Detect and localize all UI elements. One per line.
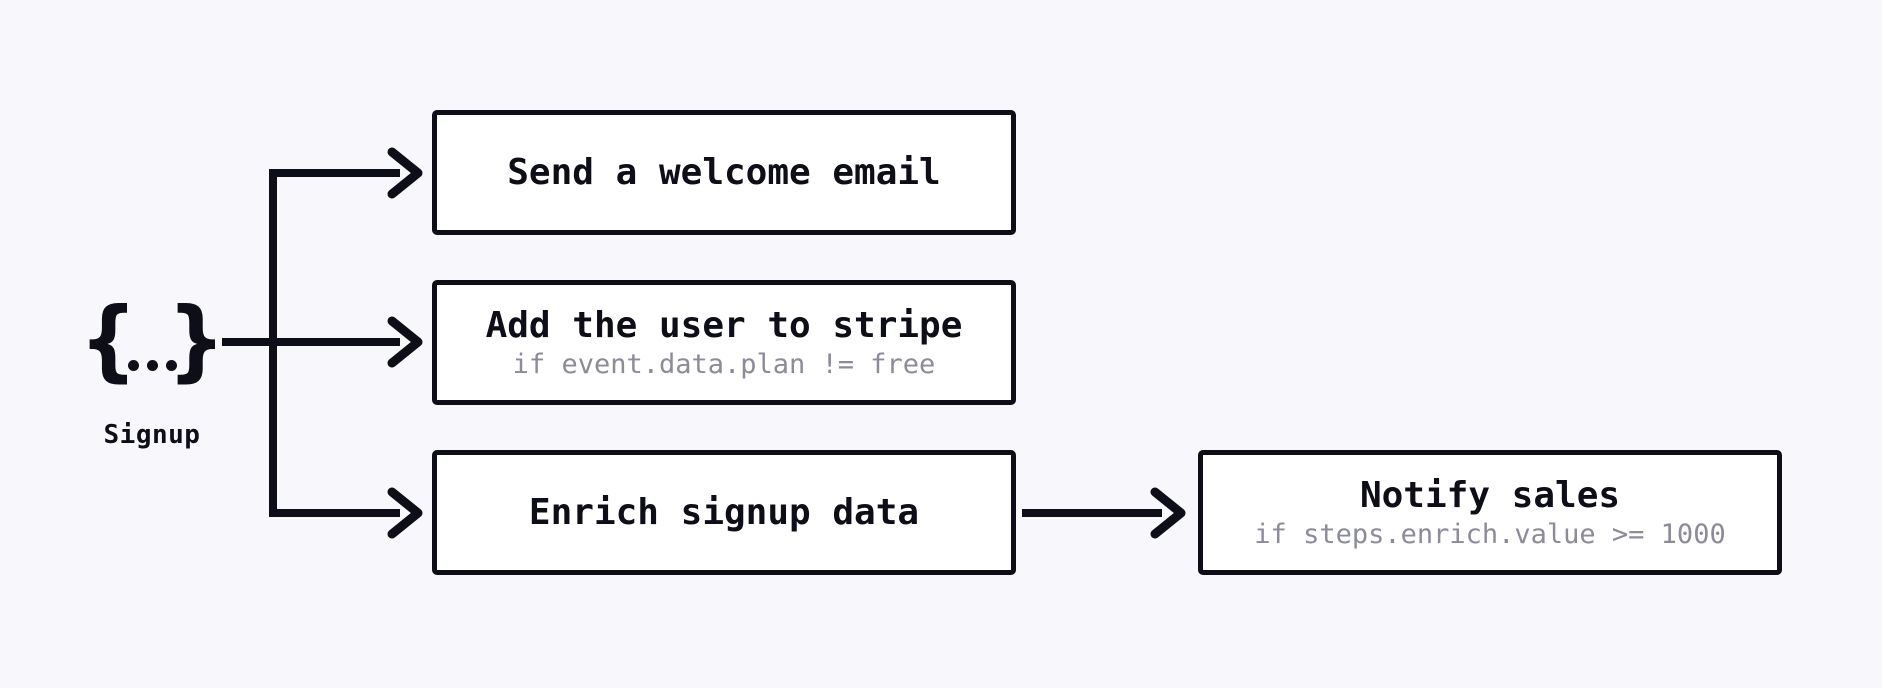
trigger-event-signup: { } Signup: [72, 290, 232, 451]
step-title: Send a welcome email: [507, 151, 941, 193]
step-title: Enrich signup data: [528, 491, 920, 533]
step-condition: if event.data.plan != free: [512, 348, 936, 380]
step-condition: if steps.enrich.value >= 1000: [1254, 518, 1726, 550]
left-brace-glyph: {: [79, 288, 137, 391]
arrowhead-step2: [387, 316, 423, 368]
step-title: Notify sales: [1359, 475, 1621, 517]
ellipsis-dots-icon: [127, 359, 177, 371]
step-send-welcome-email: Send a welcome email: [432, 110, 1016, 235]
step-title: Add the user to stripe: [485, 305, 963, 347]
step-enrich-signup-data: Enrich signup data: [432, 450, 1016, 575]
event-payload-braces-icon: { }: [79, 290, 224, 390]
step-notify-sales: Notify sales if steps.enrich.value >= 10…: [1198, 450, 1782, 575]
right-brace-glyph: }: [167, 288, 225, 391]
arrowhead-notify: [1150, 487, 1186, 539]
arrowhead-step1: [387, 147, 423, 199]
step-add-user-to-stripe: Add the user to stripe if event.data.pla…: [432, 280, 1016, 405]
trigger-label: Signup: [103, 420, 201, 450]
arrowhead-step3: [387, 487, 423, 539]
